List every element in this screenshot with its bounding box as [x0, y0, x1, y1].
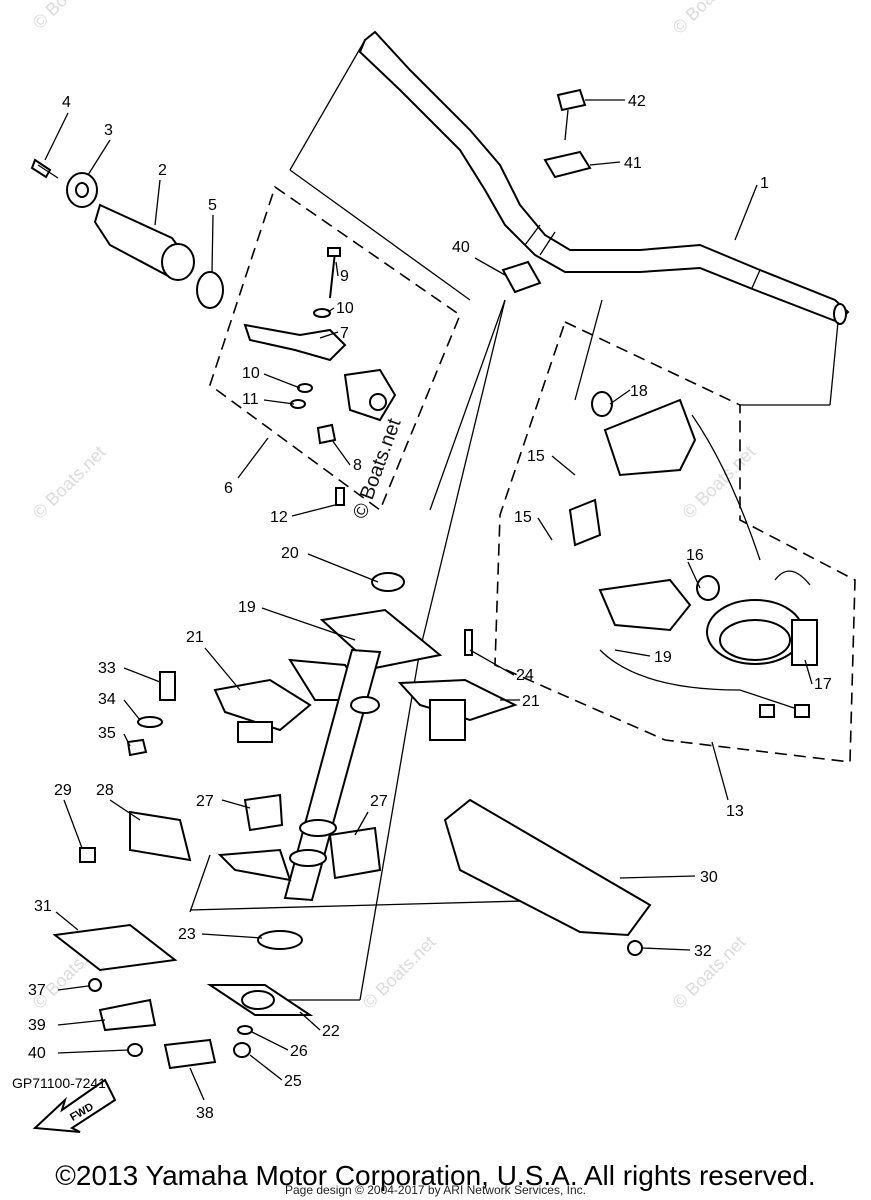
- callout-label: 33: [98, 660, 116, 677]
- callout-labels: 4 3 2 5 1 42 41 40 9 10 7 10 11 8 6 12 1…: [28, 93, 832, 1122]
- callout-label: 23: [178, 926, 196, 943]
- callout-label: 3: [104, 122, 113, 139]
- callout-label: 27: [196, 793, 214, 810]
- switch-parts: [568, 391, 818, 718]
- copyright-text: ©2013 Yamaha Motor Corporation, U.S.A. A…: [55, 1160, 816, 1191]
- callout-label: 27: [370, 793, 388, 810]
- column-parts: [79, 572, 518, 902]
- callout-label: 30: [700, 869, 718, 886]
- callout-label: 15: [527, 448, 545, 465]
- callout-label: 17: [814, 676, 832, 693]
- grip-parts: [30, 158, 224, 309]
- callout-label: 24: [516, 667, 534, 684]
- callout-label: 42: [628, 93, 646, 110]
- callout-label: 35: [98, 725, 116, 742]
- callout-label: 6: [224, 480, 233, 497]
- assembly-13-outline: [494, 320, 856, 763]
- callout-label: 26: [290, 1043, 308, 1060]
- callout-label: 22: [322, 1023, 340, 1040]
- diagram-code: GP71100-7241: [12, 1075, 106, 1091]
- callout-label: 29: [54, 782, 72, 799]
- callout-label: 19: [654, 649, 672, 666]
- callout-label: 37: [28, 982, 46, 999]
- callout-label: 10: [336, 300, 354, 317]
- callout-label: 32: [694, 943, 712, 960]
- lower-parts: [52, 798, 652, 1070]
- callout-label: 34: [98, 691, 116, 708]
- callout-label: 5: [208, 197, 217, 214]
- callout-label: 13: [726, 803, 744, 820]
- lever-parts: [243, 247, 397, 506]
- callout-label: 21: [522, 693, 540, 710]
- leader-lines: [189, 39, 839, 1001]
- callout-label: 1: [760, 175, 769, 192]
- handlebar: [358, 30, 850, 325]
- callout-label: 21: [186, 629, 204, 646]
- callout-label: 12: [270, 509, 288, 526]
- callout-label: 4: [62, 94, 71, 111]
- callout-label: 16: [686, 547, 704, 564]
- clamp-parts: [501, 88, 592, 294]
- callout-label: 38: [196, 1105, 214, 1122]
- callout-label: 15: [514, 509, 532, 526]
- watermark-group: © Boats.net © Boats.net © Boats.net © Bo…: [29, 0, 760, 1013]
- watermark-text: © Boats.net: [29, 442, 110, 523]
- callout-label: 31: [34, 898, 52, 915]
- watermark-text: © Boats.net: [29, 0, 110, 33]
- callout-label: 28: [96, 782, 114, 799]
- callout-label: 39: [28, 1017, 46, 1034]
- watermark-text: © Boats.net: [679, 442, 760, 523]
- callout-label: 18: [630, 383, 648, 400]
- callout-label: 7: [340, 325, 349, 342]
- callout-label: 9: [340, 268, 349, 285]
- callout-label: 2: [158, 162, 167, 179]
- callout-label: 41: [624, 155, 642, 172]
- page-design-credit: Page design © 2004-2017 by ARI Network S…: [284, 1183, 586, 1197]
- callout-label: 20: [281, 545, 299, 562]
- callout-label: 11: [242, 391, 259, 408]
- fwd-arrow-icon: FWD: [32, 1078, 117, 1133]
- callout-label: 8: [353, 457, 362, 474]
- callout-label: 40: [452, 239, 470, 256]
- watermark-text: © Boats.net: [359, 932, 440, 1013]
- callout-leaders: [44, 99, 813, 1101]
- watermark-text: © Boats.net: [669, 0, 750, 38]
- callout-label: 19: [238, 599, 256, 616]
- callout-label: 40: [28, 1045, 46, 1062]
- callout-label: 10: [242, 365, 260, 382]
- callout-label: 25: [284, 1073, 302, 1090]
